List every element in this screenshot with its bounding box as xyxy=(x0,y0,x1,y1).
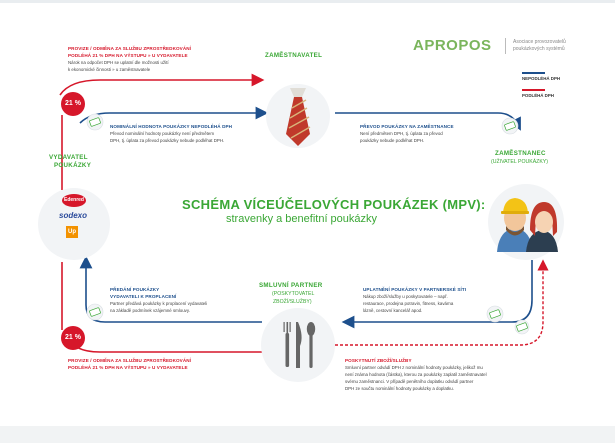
issuer-node xyxy=(38,188,110,260)
employee-label: ZAMĚSTNANEC xyxy=(495,150,546,157)
partner-sublabel-2: ZBOŽÍ/SLUŽBY) xyxy=(273,299,312,305)
low-right-body-2: restaurace, prodejna potravin, fitness, … xyxy=(363,301,454,306)
diagram-title: SCHÉMA VÍCEÚČELOVÝCH POUKÁZEK (MPV): xyxy=(182,197,486,212)
mid-right-heading: PŘEVOD POUKÁZKY NA ZAMĚSTNANCE xyxy=(360,124,454,129)
bottom-border xyxy=(0,426,615,443)
arrow-employee-to-partner xyxy=(341,260,533,329)
mid-left-body-2: DPH, tj. úplata za převod poukázky nebud… xyxy=(110,138,225,143)
fork-knife-spoon-icon xyxy=(283,322,316,368)
voucher-icon xyxy=(86,303,104,321)
mid-left-body-1: Převod nominální hodnoty poukázky není p… xyxy=(110,131,214,136)
up-logo: Up xyxy=(66,226,78,238)
mid-right-body-2: poukázky nebude podléhat DPH. xyxy=(360,138,425,143)
issuer-label-2: POUKÁZKY xyxy=(54,162,92,169)
sodexo-logo: sodexo xyxy=(59,211,88,220)
arrow-goods-service xyxy=(335,259,549,346)
employer-label: ZAMĚSTNAVATEL xyxy=(265,52,323,59)
low-left-heading-2: VYDAVATELI K PROPLACENÍ xyxy=(110,294,177,299)
employee-node xyxy=(488,184,564,260)
arrow-commission-bottom xyxy=(63,328,262,353)
bottom-right-body-1: Smluvní partner odvádí DPH z nominální h… xyxy=(345,365,483,370)
edenred-logo: Edenred xyxy=(62,194,86,207)
badge-bottom-label: 21 % xyxy=(65,334,81,341)
employee-sublabel: (UŽIVATEL POUKÁZKY) xyxy=(491,159,548,165)
voucher-icon xyxy=(514,319,530,335)
badge-top-label: 21 % xyxy=(65,100,81,107)
diagram-subtitle: stravenky a benefitní poukázky xyxy=(226,213,378,225)
tie-icon xyxy=(286,88,311,146)
legend-net-label: NEPODLÉHÁ DPH xyxy=(522,76,561,81)
mid-right-body-1: Není předmětem DPH, tj. úplata za převod xyxy=(360,131,443,136)
logo-divider xyxy=(505,38,506,54)
apropos-logo: APROPOS xyxy=(413,37,492,54)
partner-label: SMLUVNÍ PARTNER xyxy=(259,282,323,289)
low-left-heading-1: PŘEDÁNÍ POUKÁZKY xyxy=(110,287,160,292)
legend-vat-label: PODLÉHÁ DPH xyxy=(522,93,554,98)
partner-node xyxy=(261,308,335,382)
voucher-icon xyxy=(86,113,104,131)
mid-left-heading: NOMINÁLNÍ HODNOTA POUKÁZKY NEPODLÉHÁ DPH xyxy=(110,124,233,129)
logo-subtitle-1: Asociace provozovatelů xyxy=(513,39,566,45)
badge-bottom-circle xyxy=(61,326,85,350)
logo-subtitle-2: poukázkových systémů xyxy=(513,46,565,52)
badge-top-circle xyxy=(61,92,85,116)
low-left-body-1: Partner předává poukázky k proplacení vy… xyxy=(110,301,208,306)
arrow-issuer-to-employer xyxy=(79,106,269,124)
bottom-right-body-3: svému zaměstnanci. V případě penětního d… xyxy=(345,379,474,384)
low-left-body-2: na základě podmínek vzájemné smlouvy. xyxy=(110,308,190,313)
top-left-body-1: Nárok na odpočet DPH se uplatní dle možn… xyxy=(68,60,169,65)
top-border xyxy=(0,0,615,3)
top-left-heading-2: PODLÉHÁ 21 % DPH NA VÝSTUPU » U VYDAVATE… xyxy=(68,53,188,58)
people-icon xyxy=(497,198,558,252)
low-right-body-1: Nákup zboží/služby u poskytovatele – nap… xyxy=(363,294,448,299)
arrow-commission-top xyxy=(59,73,265,96)
low-right-body-3: lázně, cestovní kancelář apod. xyxy=(363,308,423,313)
voucher-icon xyxy=(486,305,504,323)
issuer-label-1: VYDAVATEL xyxy=(49,154,88,161)
voucher-icon xyxy=(501,117,519,135)
employer-node xyxy=(266,84,330,148)
bottom-left-heading-2: PODLÉHÁ 21 % DPH NA VÝSTUPU » U VYDAVATE… xyxy=(68,365,188,370)
bottom-right-heading: POSKYTNUTÍ ZBOŽÍ/SLUŽBY xyxy=(345,358,412,363)
top-left-body-2: k ekonomické činnosti » u zaměstnavatele xyxy=(68,67,151,72)
bottom-right-body-2: není známa hodnota (částka), kterou za p… xyxy=(345,372,487,377)
top-left-heading-1: PROVIZE / ODMĚNA ZA SLUŽBU ZPROSTŘEDKOVÁ… xyxy=(68,46,192,51)
bottom-left-heading-1: PROVIZE / ODMĚNA ZA SLUŽBU ZPROSTŘEDKOVÁ… xyxy=(68,358,192,363)
bottom-right-body-4: DPH ze součtu nominální hodnoty poukázky… xyxy=(345,386,454,391)
partner-sublabel-1: (POSKYTOVATEL xyxy=(272,291,315,297)
low-right-heading: UPLATNĚNÍ POUKÁZKY V PARTNERSKÉ SÍTI xyxy=(363,287,467,292)
